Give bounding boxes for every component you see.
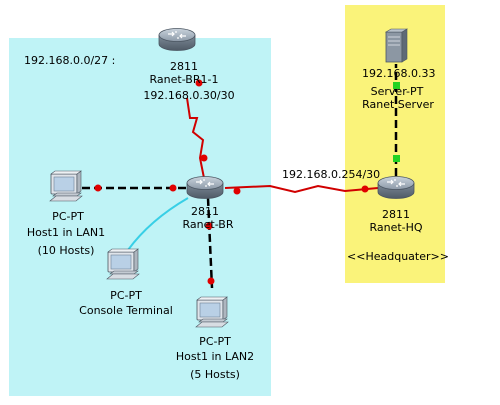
router-br-icon[interactable] (186, 175, 224, 200)
router-br1-model: 2811 (170, 60, 198, 73)
router-br1-name: Ranet-BR1-1 (149, 73, 219, 86)
port-indicator (233, 187, 241, 195)
router-br-name: Ranet-BR (182, 218, 234, 231)
port-indicator (200, 154, 208, 162)
server-ip: 192.168.0.33 (362, 67, 436, 80)
console-link (127, 197, 189, 251)
router-hq-icon[interactable] (377, 175, 415, 200)
console-model: PC-PT (110, 289, 142, 302)
port-indicator (361, 185, 369, 193)
host-lan1-note: (10 Hosts) (37, 244, 95, 257)
serial-link-br1-br (186, 97, 205, 179)
port-indicator (205, 222, 213, 230)
ethernet-link-br-lan2 (206, 197, 214, 289)
router-br-model: 2811 (191, 205, 219, 218)
branch-zone (9, 38, 271, 396)
router-br1-ip: 192.168.0.30/30 (143, 89, 235, 102)
router-hq-note: <<Headquater>> (347, 250, 449, 263)
port-indicator (393, 155, 400, 162)
port-indicator (393, 82, 400, 89)
server-model: Server-PT (370, 85, 424, 98)
router-hq-name: Ranet-HQ (369, 221, 423, 234)
host-lan2-name: Host1 in LAN2 (175, 350, 255, 363)
host-lan1-name: Host1 in LAN1 (26, 226, 106, 239)
port-indicator (169, 184, 177, 192)
port-indicator (195, 79, 203, 87)
router-br1-icon[interactable] (158, 27, 196, 52)
port-indicator (94, 184, 102, 192)
host-lan1-model: PC-PT (52, 210, 84, 223)
wan-link-label: 192.168.0.254/30 (282, 168, 381, 181)
server-icon[interactable] (385, 28, 408, 63)
host-lan2-note: (5 Hosts) (190, 368, 240, 381)
serial-link-br-hq (224, 184, 379, 194)
host-lan2-model: PC-PT (199, 335, 231, 348)
router-hq-model: 2811 (382, 208, 410, 221)
server-name: Ranet Server (362, 98, 434, 111)
port-indicator (207, 277, 215, 285)
console-name: Console Terminal (79, 304, 173, 317)
network-label: 192.168.0.0/27 : (24, 54, 116, 67)
